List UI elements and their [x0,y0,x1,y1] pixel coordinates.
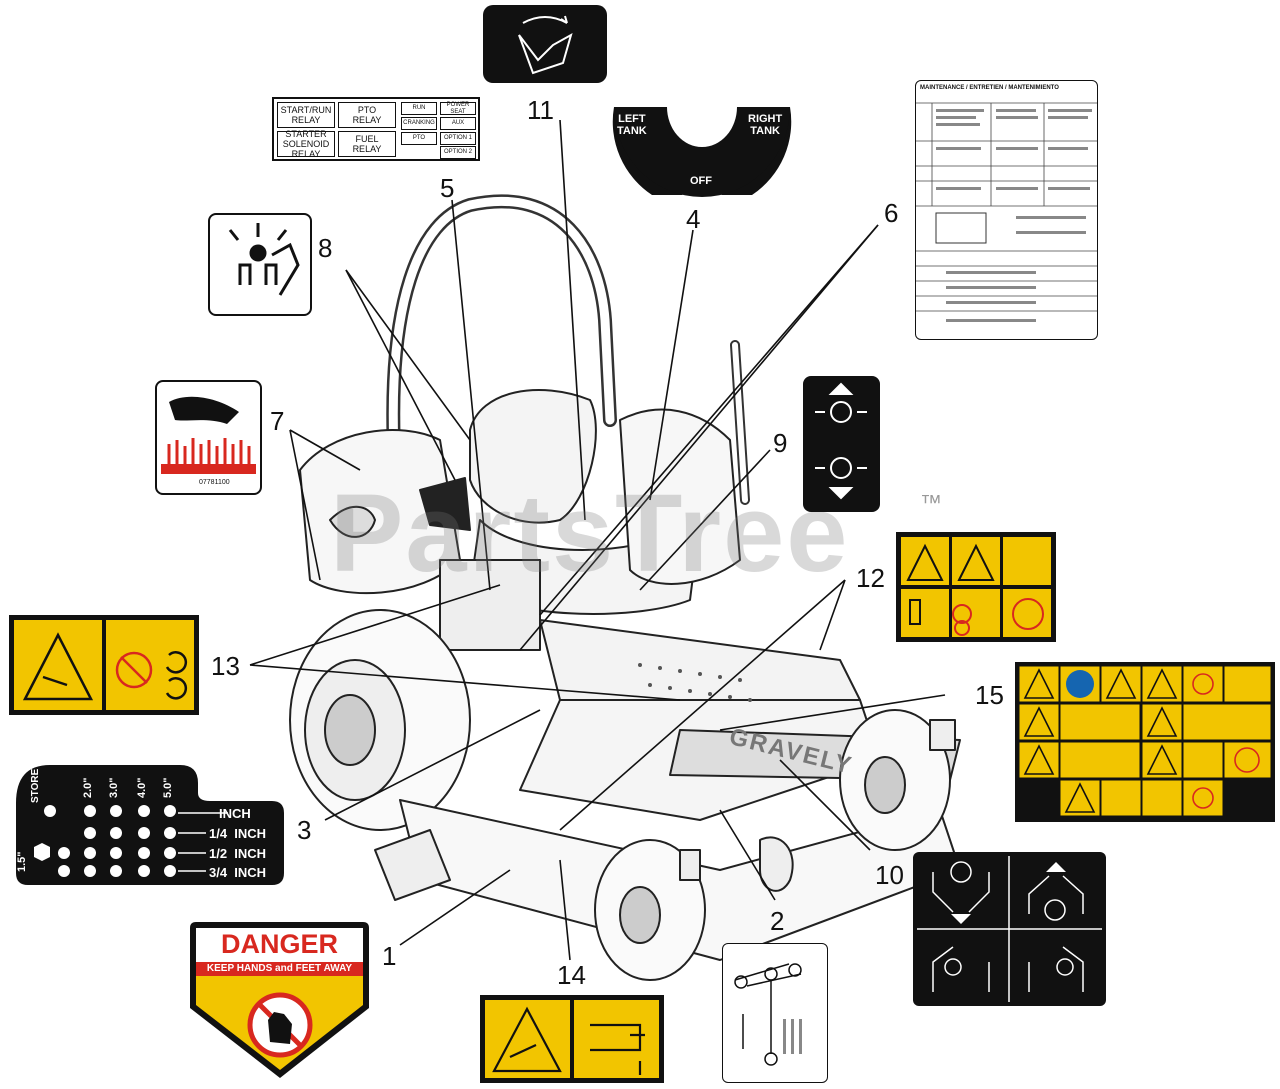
height-label-2: 2.0" [82,777,94,798]
height-row-three-quarter: 3/4 INCH [209,865,267,880]
callout-2: 2 [770,906,785,936]
relay-cell-starter: STARTER SOLENOID RELAY [277,129,335,159]
callout-5: 5 [440,173,455,203]
warning-cell-3 [1002,536,1052,586]
callout-14: 14 [557,960,586,990]
callout-10: 10 [875,860,904,890]
relay-small-power-seat: POWER SEAT [440,102,476,115]
relay-small-option-1: OPTION 1 [440,132,476,145]
deck-warning-icons [492,1006,645,1075]
relay-small-cranking: CRANKING [401,117,437,130]
height-row-quarter: 1/4 INCH [209,826,267,841]
relay-cell-start-run: START/RUN RELAY [277,102,335,128]
relay-cell-fuel: FUEL RELAY [338,131,396,157]
height-row-inch: INCH [219,806,251,821]
relay-small-run: RUN [401,102,437,115]
callout-13: 13 [211,651,240,681]
control-direction-icons [917,856,1102,1002]
callout-9: 9 [773,428,788,458]
parking-brake-icon [815,382,867,500]
watermark-tm: ™ [920,490,942,515]
maintenance-decal: MAINTENANCE / ENTRETIEN / MANTENIMIENTO [915,80,1098,340]
danger-subtitle: KEEP HANDS and FEET AWAY [206,963,353,974]
relay-small-aux: AUX [440,117,476,130]
relay-cell-pto: PTO RELAY [338,102,396,128]
height-label-store: STORE [30,768,41,803]
maintenance-table-lines [916,102,1097,322]
rollover-warning-icons [906,543,1044,636]
height-label-3: 3.0" [108,777,120,798]
fuel-tank-selector-decal [612,107,792,197]
callout-6: 6 [884,198,899,228]
callout-3: 3 [297,815,312,845]
danger-title: DANGER [220,929,338,959]
callout-12: 12 [856,563,885,593]
blade-warning-icons [22,632,188,701]
deck-warning-arrow-cell [573,999,660,1079]
relay-small-pto: PTO [401,132,437,145]
height-row-half: 1/2 INCH [209,846,267,861]
hand-heat-icon [161,396,256,474]
pedal-lift-icon [518,15,573,75]
blade-warning-decal [9,615,199,715]
height-label-4: 4.0" [136,777,148,798]
warning-cell-4 [900,588,950,638]
maintenance-title: MAINTENANCE / ENTRETIEN / MANTENIMIENTO [920,85,1059,91]
operator-safety-decal [1015,662,1275,822]
pedal-lift-decal [483,5,607,83]
hot-surface-decal: 07781100 [155,380,262,495]
height-label-5: 5.0" [162,777,174,798]
callout-1: 1 [382,941,397,971]
danger-decal [190,922,369,1078]
entanglement-warning-decal [208,213,312,316]
rollover-warning-decal [896,532,1056,642]
tank-label-right: RIGHT TANK [748,113,783,137]
relay-decal: START/RUN RELAY PTO RELAY STARTER SOLENO… [272,97,480,161]
callout-4: 4 [686,204,701,234]
callout-7: 7 [270,406,285,436]
watermark-text: PartsTree [330,472,850,595]
belt-routing-decal [722,943,828,1083]
belt-routing-icon [734,963,802,1066]
callout-8: 8 [318,233,333,263]
operator-safety-grid [1018,665,1272,817]
warning-cell-5 [951,588,1001,638]
callout-11: 11 [527,95,554,125]
parking-brake-decal [803,376,880,512]
deck-warning-decal [480,995,664,1083]
cutting-height-decal [16,765,284,885]
callout-15: 15 [975,680,1004,710]
hot-surface-code: 07781100 [199,479,230,486]
tank-label-left: LEFT TANK [617,113,647,137]
relay-small-option-2: OPTION 2 [440,146,476,159]
height-label-1-5: 1.5" [16,851,28,872]
tank-label-off: OFF [690,175,712,187]
hand-entanglement-icon [228,223,300,296]
control-direction-decal [913,852,1106,1006]
